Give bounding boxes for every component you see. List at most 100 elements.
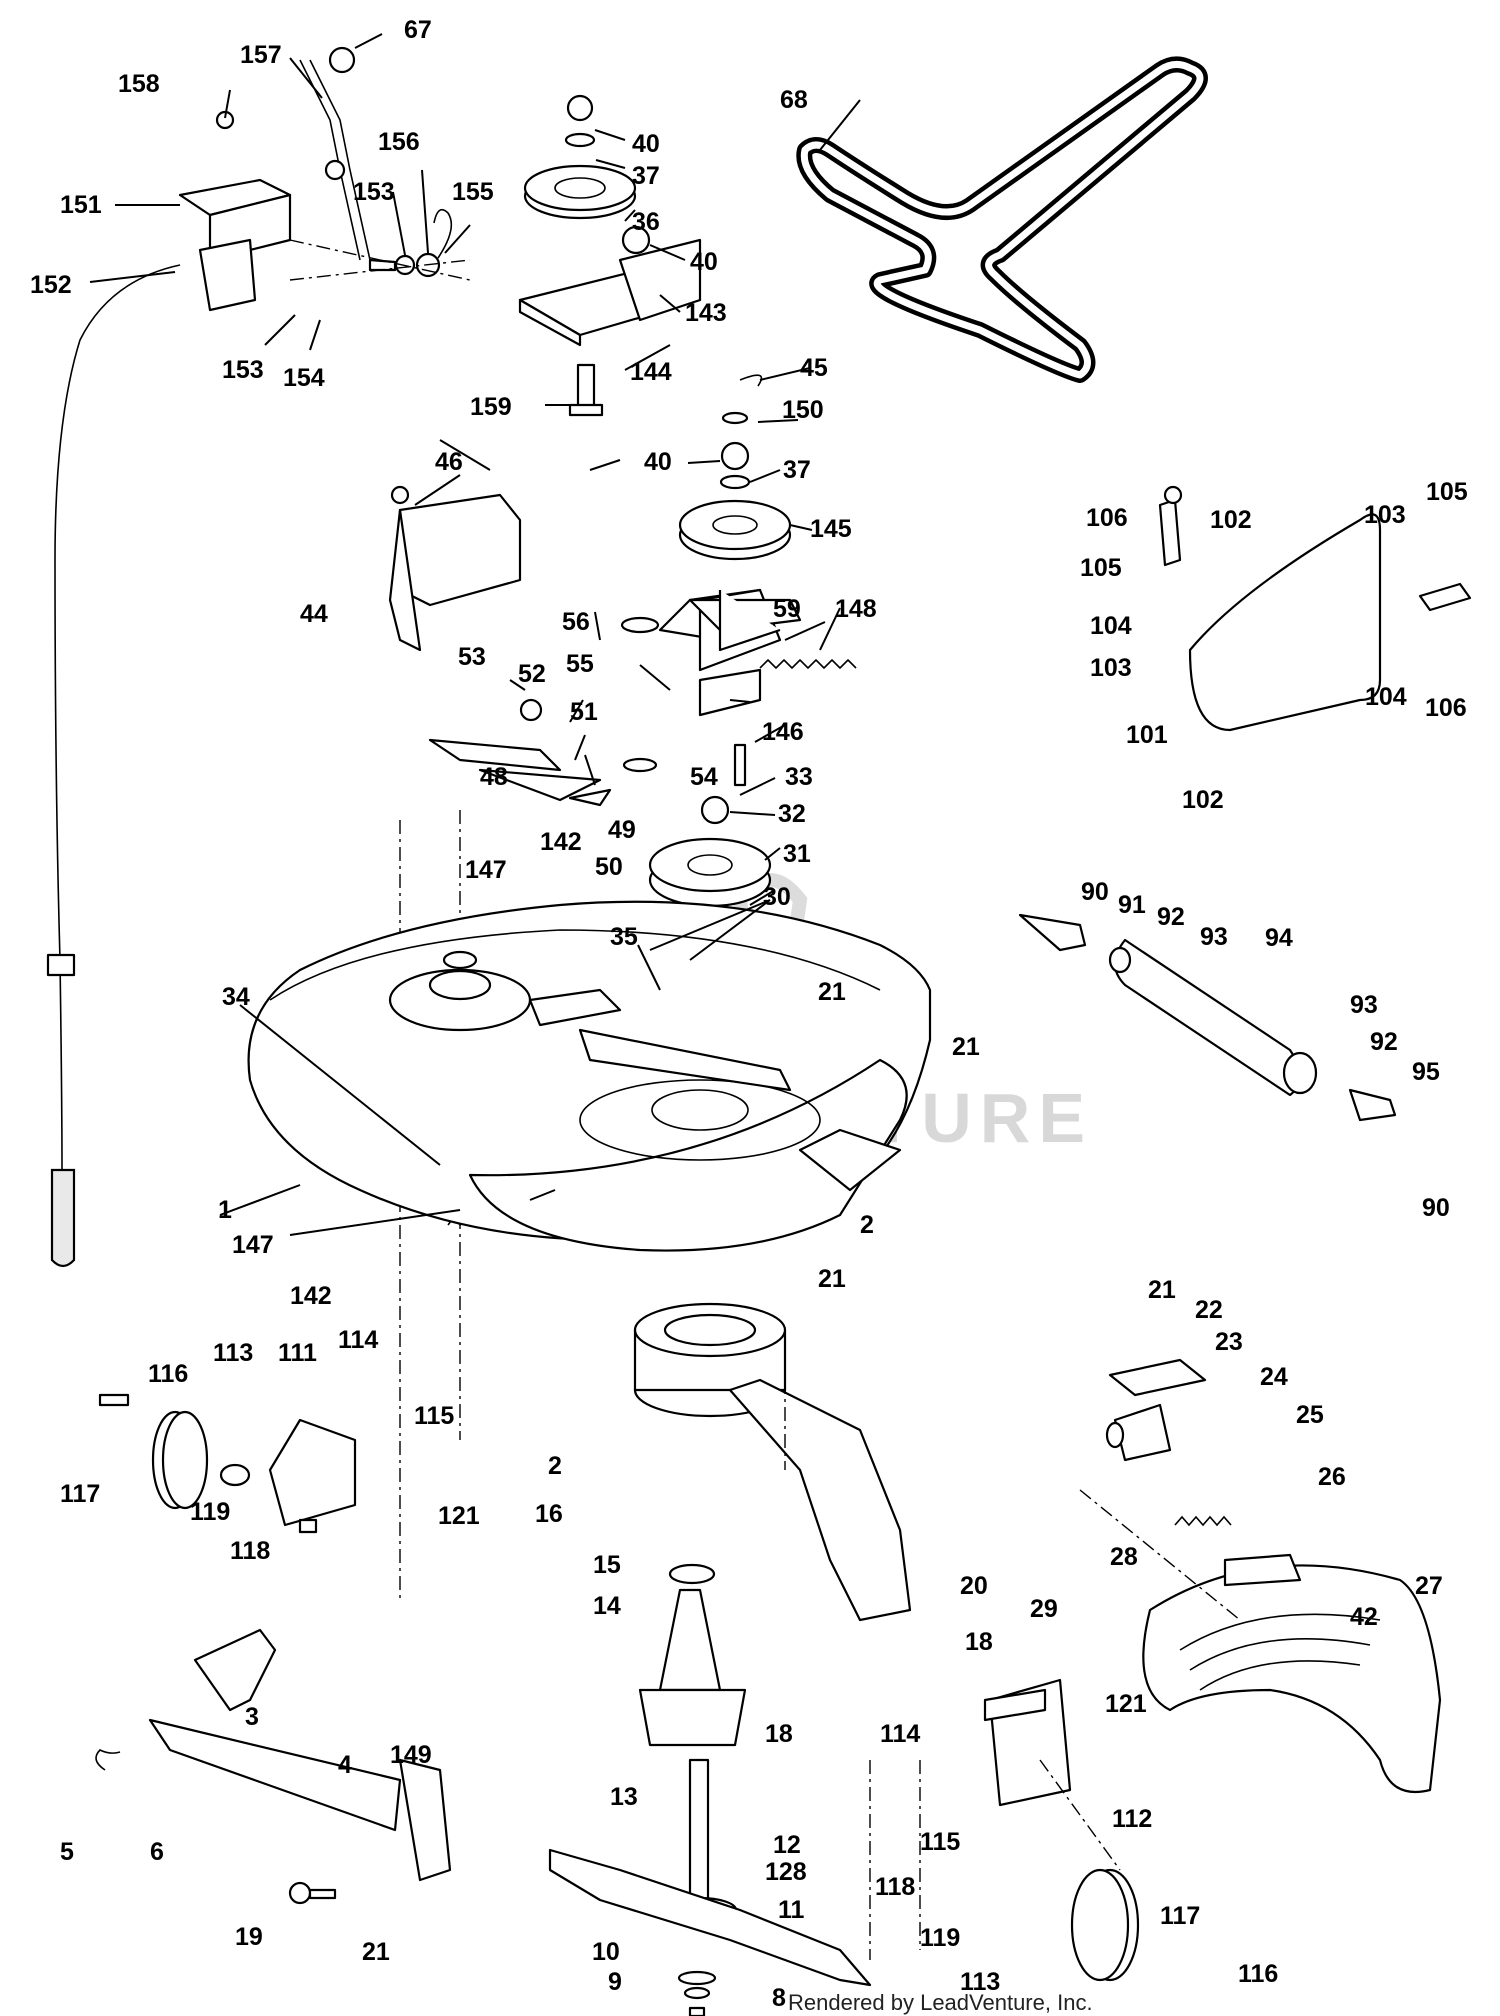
- callout-label: 105: [1080, 554, 1122, 582]
- callout-label: 49: [608, 816, 636, 844]
- callout-label: 121: [1105, 1690, 1147, 1718]
- callout-label: 20: [960, 1572, 988, 1600]
- callout-label: 21: [952, 1033, 980, 1061]
- callout-label: 2: [860, 1211, 874, 1239]
- callout-label: 95: [1412, 1058, 1440, 1086]
- callout-label: 106: [1086, 504, 1128, 532]
- callout-label: 115: [920, 1828, 960, 1856]
- callout-label: 16: [535, 1500, 563, 1528]
- callout-label: 118: [875, 1873, 915, 1901]
- callout-label: 10: [592, 1938, 620, 1966]
- callout-label: 45: [800, 354, 828, 382]
- callout-label: 4: [338, 1751, 352, 1779]
- callout-label: 35: [610, 923, 638, 951]
- callout-label: 111: [278, 1339, 317, 1367]
- callout-label: 116: [1238, 1960, 1278, 1988]
- callout-label: 93: [1350, 991, 1378, 1019]
- callout-label: 117: [60, 1480, 100, 1508]
- hinge-bracket: [1105, 1358, 1207, 1462]
- callout-label: 21: [362, 1938, 390, 1966]
- callout-leaders: [89, 33, 861, 1236]
- callout-label: 103: [1090, 654, 1132, 682]
- idler-pulley-assembly: [518, 94, 702, 417]
- callout-label: 30: [763, 883, 791, 911]
- callout-label: 12: [773, 1831, 801, 1859]
- callout-label: 22: [1195, 1296, 1223, 1324]
- callout-label: 114: [338, 1326, 378, 1354]
- svg-text:42: 42: [1350, 1603, 1378, 1631]
- callout-label: 158: [118, 70, 160, 98]
- front-lift-bracket: [95, 1628, 452, 1905]
- mower-deck: [247, 900, 932, 1252]
- callout-label: 55: [566, 650, 594, 678]
- callout-labels: 67 157 158 151 152 156 153 155 153 154 4…: [30, 16, 1468, 2012]
- callout-label: 68: [780, 86, 808, 114]
- callout-label: 53: [458, 643, 486, 671]
- callout-label: 2: [548, 1452, 562, 1480]
- callout-label: 104: [1090, 612, 1132, 640]
- callout-label: 15: [593, 1551, 621, 1579]
- callout-label: 94: [1265, 924, 1293, 952]
- callout-label: 50: [595, 853, 623, 881]
- callout-label: 48: [480, 763, 508, 791]
- callout-label: 92: [1370, 1028, 1398, 1056]
- callout-label: 128: [765, 1858, 807, 1886]
- callout-label: 151: [60, 191, 102, 219]
- callout-label: 19: [235, 1923, 263, 1951]
- callout-label: 29: [1030, 1595, 1058, 1623]
- lift-lever-assembly: [178, 46, 471, 312]
- callout-label: 143: [685, 299, 727, 327]
- callout-label: 67: [404, 16, 432, 44]
- callout-label: 101: [1126, 721, 1168, 749]
- callout-label: 51: [570, 698, 598, 726]
- callout-label: 153: [222, 356, 264, 384]
- callout-label: 152: [30, 271, 72, 299]
- callout-label: 90: [1081, 878, 1109, 906]
- credit-text: Rendered by LeadVenture, Inc.: [788, 1990, 1093, 2015]
- callout-label: 91: [1118, 891, 1146, 919]
- callout-label: 40: [690, 248, 718, 276]
- right-gauge-wheel: [983, 1678, 1140, 1982]
- callout-label: 56: [562, 608, 590, 636]
- callout-label: 46: [435, 448, 463, 476]
- callout-label: 155: [452, 178, 494, 206]
- callout-label: 24: [1260, 1363, 1288, 1391]
- callout-label: 18: [965, 1628, 993, 1656]
- callout-label: 90: [1422, 1194, 1450, 1222]
- callout-label: 11: [778, 1896, 805, 1924]
- callout-label: 37: [783, 456, 811, 484]
- callout-label: 117: [1160, 1902, 1200, 1930]
- callout-label: 156: [378, 128, 420, 156]
- guide-lines: [784, 1380, 1241, 1960]
- callout-label: 3: [245, 1703, 259, 1731]
- left-gauge-wheel: [98, 1393, 357, 1534]
- callout-label: 118: [230, 1537, 270, 1565]
- callout-label: 142: [540, 828, 582, 856]
- callout-label: 159: [470, 393, 512, 421]
- callout-label: 21: [1148, 1276, 1176, 1304]
- callout-label: 1: [218, 1196, 232, 1224]
- front-baffle: [728, 1378, 912, 1622]
- callout-label: 33: [785, 763, 813, 791]
- drive-belt: [796, 56, 1208, 383]
- callout-label: 112: [1112, 1805, 1152, 1833]
- callout-label: 36: [632, 208, 660, 236]
- callout-label: 21: [818, 1265, 846, 1293]
- callout-label: 147: [465, 856, 507, 884]
- callout-label: 146: [762, 718, 804, 746]
- callout-label: 40: [644, 448, 672, 476]
- callout-label: 93: [1200, 923, 1228, 951]
- callout-label: 157: [240, 41, 282, 69]
- deck-roller: [1018, 913, 1397, 1122]
- callout-label: 92: [1157, 903, 1185, 931]
- callout-label: 149: [390, 1741, 432, 1769]
- callout-label: 21: [818, 978, 846, 1006]
- callout-label: 34: [222, 983, 250, 1011]
- callout-label: 28: [1110, 1543, 1138, 1571]
- callout-label: 103: [1364, 501, 1406, 529]
- callout-label: 115: [414, 1402, 454, 1430]
- callout-label: 147: [232, 1231, 274, 1259]
- callout-label: 8: [772, 1984, 786, 2012]
- callout-label: 154: [283, 364, 325, 392]
